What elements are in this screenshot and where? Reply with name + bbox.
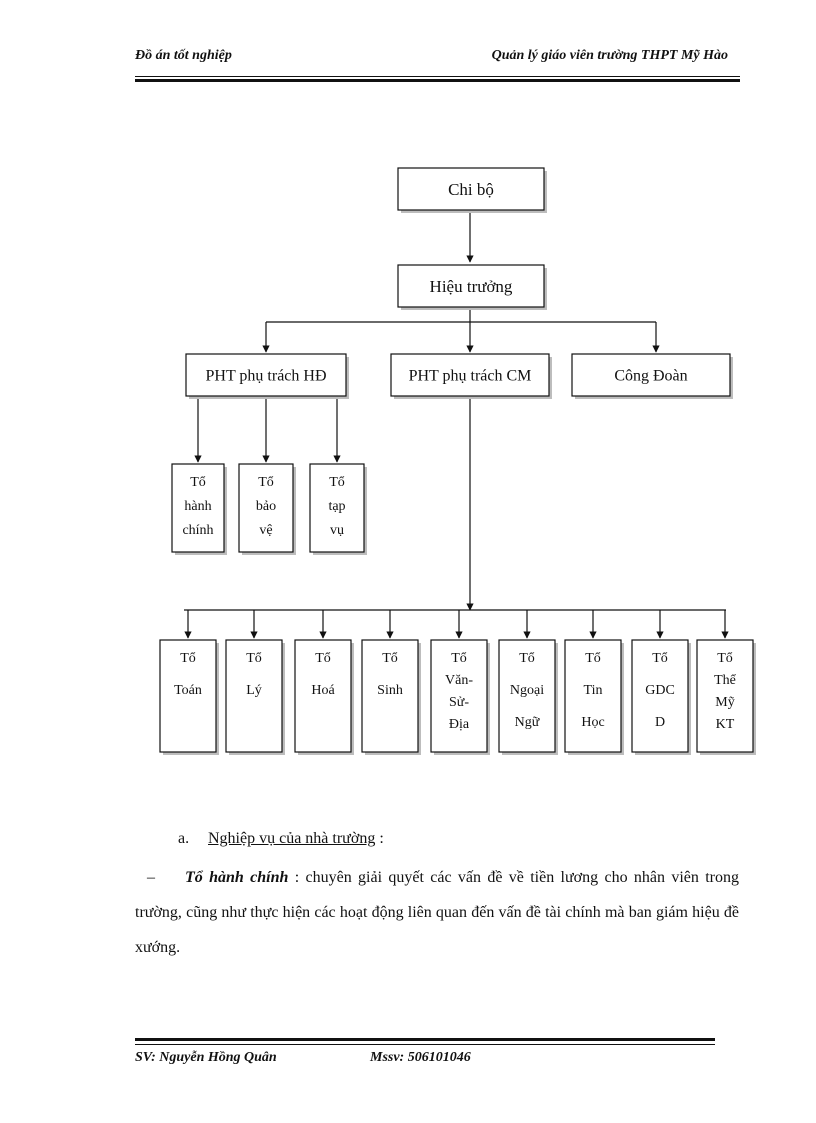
header-rule-thin <box>135 76 740 77</box>
box-vice-curriculum-label: PHT phụ trách CM <box>409 368 532 385</box>
box-admin-team-3-frame <box>309 463 365 553</box>
box-admin-team-1: Tổ hành chính <box>171 463 227 555</box>
box-subject-team-8-label: Tổ <box>652 651 668 666</box>
box-vice-activities: PHT phụ trách HĐ <box>185 353 349 399</box>
box-subject-team-7-label: Học <box>581 715 604 730</box>
box-subject-team-4-label: Tổ <box>382 651 398 666</box>
box-subject-team-1-frame <box>159 639 217 753</box>
page-header: Đồ án tốt nghiệp Quản lý giáo viên trườn… <box>135 48 740 68</box>
box-subject-team-5-label: Địa <box>449 717 470 732</box>
box-vice-activities-label: PHT phụ trách HĐ <box>205 368 326 385</box>
term-admin-team: Tổ hành chính <box>185 869 289 886</box>
box-principal-frame <box>397 264 545 308</box>
body-paragraph: – Tổ hành chính : chuyên giải quyết các v… <box>135 860 739 965</box>
bullet-dash: – <box>147 869 155 886</box>
box-subject-team-5-label: Sử- <box>449 695 469 710</box>
footer-mssv: Mssv: 506101046 <box>370 1050 471 1065</box>
header-project-title: Quản lý giáo viên trường THPT Mỹ Hào <box>491 48 728 63</box>
box-subject-team-3-label: Tổ <box>315 651 331 666</box>
box-subject-team-1-label: Tổ <box>180 651 196 666</box>
box-subject-team-4-frame <box>361 639 419 753</box>
section-title: Nghiệp vụ của nhà trường <box>208 830 376 847</box>
box-admin-team-2-label: Tổ <box>258 475 274 490</box>
box-party-cell-label: Chi bộ <box>448 180 494 199</box>
box-subject-team-7-label: Tin <box>584 683 603 698</box>
box-subject-team-6-label: Tổ <box>519 651 535 666</box>
paragraph-text: : chuyên giải quyết các vấn đề về tiền l… <box>135 869 739 956</box>
section-marker: a. <box>178 830 190 847</box>
box-subject-team-9-frame <box>696 639 754 753</box>
box-union-frame <box>571 353 731 397</box>
box-party-cell: Chi bộ <box>397 167 547 213</box>
box-subject-team-1-label: Toán <box>174 683 202 698</box>
box-subject-team-9-label: Thể <box>714 673 737 688</box>
header-rule-thick <box>135 79 740 82</box>
box-principal-label: Hiệu trưởng <box>430 277 513 296</box>
header-thesis-label: Đồ án tốt nghiệp <box>135 48 232 63</box>
org-connectors <box>184 210 729 639</box>
box-subject-team-8-frame <box>631 639 689 753</box>
box-subject-team-6-label: Ngữ <box>515 715 540 730</box>
box-admin-team-2-label: vệ <box>259 523 272 538</box>
section-suffix: : <box>375 830 384 847</box>
box-subject-team-9-label: Mỹ <box>715 695 734 710</box>
box-subject-team-4-label: Sinh <box>377 683 403 698</box>
box-subject-team-8-label: GDC <box>645 683 675 698</box>
box-subject-team-9-label: Tổ <box>717 651 733 666</box>
box-admin-team-2-label: bảo <box>256 499 276 514</box>
box-subject-team-2-label: Tổ <box>246 651 262 666</box>
page-footer: SV: Nguyễn Hồng Quân Mssv: 506101046 <box>135 1050 715 1066</box>
box-subject-team-7-frame <box>564 639 622 753</box>
box-admin-team-1-frame <box>171 463 225 553</box>
box-party-cell-frame <box>397 167 545 211</box>
box-admin-team-3-label: Tổ <box>329 475 345 490</box>
box-vice-curriculum: PHT phụ trách CM <box>390 353 552 399</box>
box-vice-curriculum-frame <box>390 353 550 397</box>
box-admin-team-2-frame <box>238 463 294 553</box>
box-admin-team-3-label: vụ <box>330 523 344 538</box>
box-subject-team-2-frame <box>225 639 283 753</box>
box-subject-team-3-label: Hoá <box>311 683 335 698</box>
box-subject-team-2-label: Lý <box>246 683 262 698</box>
box-subject-team-5-frame <box>430 639 488 753</box>
box-admin-team-2: Tổ bảo vệ <box>238 463 296 555</box>
box-admin-team-3-label: tạp <box>328 499 345 514</box>
section-heading: a. Nghiệp vụ của nhà trường : <box>178 830 384 848</box>
box-subject-team-6-frame <box>498 639 556 753</box>
box-subject-team-7-label: Tổ <box>585 651 601 666</box>
box-subject-team-6-label: Ngoại <box>510 683 544 698</box>
box-admin-team-1-label: chính <box>182 523 213 538</box>
box-subject-team-3-frame <box>294 639 352 753</box>
box-union-label: Công Đoàn <box>614 368 687 385</box>
box-admin-team-3: Tổ tạp vụ <box>309 463 367 555</box>
box-admin-team-1-label: hành <box>184 499 211 514</box>
box-union: Công Đoàn <box>571 353 733 399</box>
footer-student: SV: Nguyễn Hồng Quân <box>135 1050 277 1065</box>
footer-rule-thin <box>135 1044 715 1045</box>
box-subject-team-8-label: D <box>655 715 665 730</box>
box-subject-team-5-label: Văn- <box>445 673 473 688</box>
box-vice-activities-frame <box>185 353 347 397</box>
box-admin-team-1-label: Tổ <box>190 475 206 490</box>
box-subject-team-5-label: Tổ <box>451 651 467 666</box>
footer-rule-thick <box>135 1038 715 1041</box>
box-subject-team-9-label: KT <box>716 717 735 732</box>
box-principal: Hiệu trưởng <box>397 264 547 310</box>
